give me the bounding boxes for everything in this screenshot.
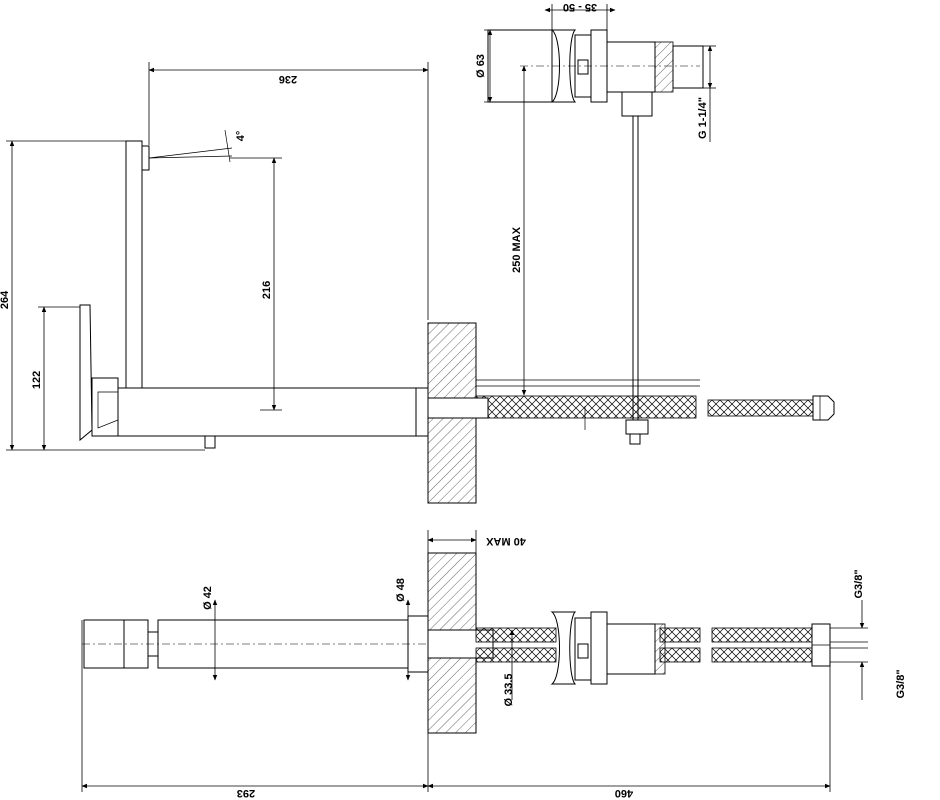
valve-body (606, 41, 656, 93)
label-40max: 40 MAX (485, 535, 525, 547)
flex-hose-f (711, 647, 813, 663)
wall-pipe-top (427, 397, 489, 419)
valve-tee (621, 91, 653, 117)
valve-body-plan (606, 623, 656, 675)
label-48: Ø 48 (395, 578, 407, 602)
label-g38-bot: G3/8" (895, 669, 907, 698)
valve-screw-plan (577, 643, 589, 659)
label-63: Ø 63 (475, 54, 487, 78)
valve-knob-plan (550, 611, 577, 685)
label-33-5: Ø 33.5 (503, 673, 515, 706)
plan-view (82, 552, 831, 734)
flex-hose-a (475, 627, 557, 643)
lever-tab (141, 145, 150, 171)
spout-head-detail (97, 391, 119, 429)
valve-thread (654, 41, 674, 93)
angle-line-b (148, 147, 233, 159)
angle-arc (224, 129, 231, 163)
dimension-labels: 236 35 - 50 Ø 63 G 1-1/4" 4° 250 MAX 216… (0, 1, 907, 799)
label-264: 264 (0, 290, 11, 309)
side-view (79, 29, 835, 504)
label-35-50: 35 - 50 (563, 1, 597, 13)
label-460: 460 (615, 787, 633, 799)
valve-screw (577, 59, 589, 75)
rod-clamp (625, 419, 649, 435)
label-122: 122 (31, 371, 43, 389)
dimension-lines (6, 4, 868, 792)
label-293: 293 (237, 787, 255, 799)
label-g38-top: G3/8" (853, 569, 865, 598)
valve-thread-plan (654, 623, 666, 675)
flex-hose-e (711, 627, 813, 643)
label-4deg: 4° (235, 131, 247, 142)
flex-hose-c (659, 627, 701, 643)
valve-tail (672, 45, 704, 89)
spout-front-cap (79, 304, 93, 442)
label-216: 216 (261, 281, 273, 299)
spout-outlet (204, 435, 216, 449)
flex-hose-d (659, 647, 701, 663)
lever-handle (125, 140, 143, 390)
label-g114: G 1-1/4" (697, 97, 709, 139)
label-250: 250 MAX (511, 226, 523, 273)
spout-head (91, 377, 119, 437)
hose-nut-top (812, 395, 835, 421)
label-42: Ø 42 (202, 586, 214, 610)
flex-hose-b (475, 647, 557, 663)
flex-hose-top-end (707, 399, 814, 417)
valve-ring-plan (590, 611, 608, 685)
spout-body (117, 387, 429, 437)
angle-line-a (148, 155, 233, 159)
flex-hose-top (475, 395, 697, 419)
spout-flange (415, 387, 429, 437)
rod-clamp-nut (629, 433, 641, 445)
label-236: 236 (279, 73, 297, 85)
